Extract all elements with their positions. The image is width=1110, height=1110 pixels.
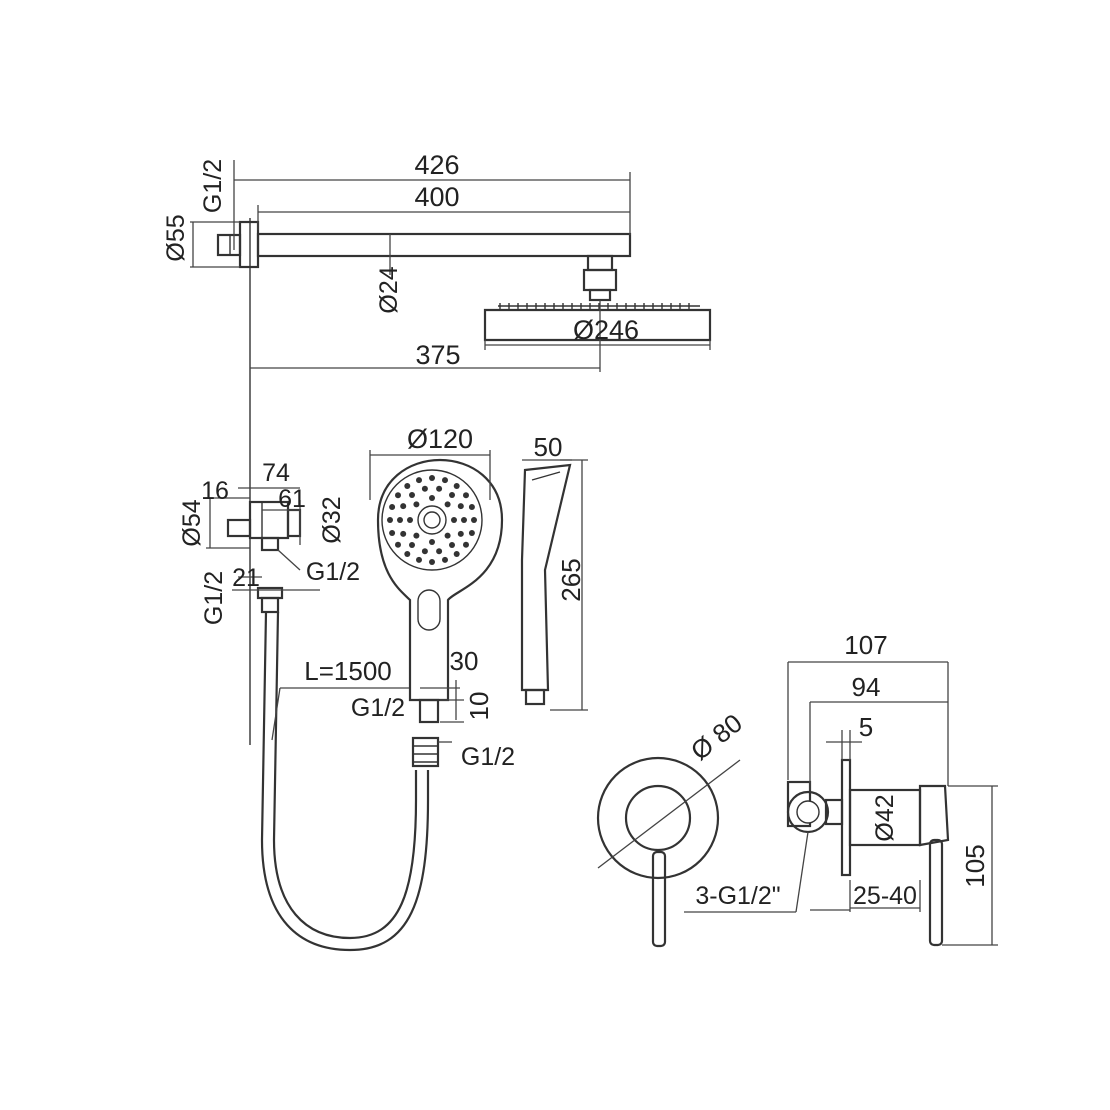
dim-hose-length: L=1500 (304, 656, 391, 686)
spray-hole (407, 517, 413, 523)
dim-head-diameter: Ø246 (573, 315, 639, 345)
arm-tube (256, 232, 632, 258)
dim-outlet-width: 74 (262, 459, 290, 487)
spray-hole (404, 483, 411, 489)
spray-hole (436, 485, 443, 492)
spray-hole (463, 492, 469, 499)
dim-outlet-height: Ø54 (178, 499, 206, 546)
head-connector (586, 254, 614, 272)
spray-hole (457, 530, 464, 537)
dim-outlet-left: 16 (201, 477, 229, 505)
dim-flange-diameter: Ø55 (162, 214, 190, 261)
spray-hole (400, 503, 407, 510)
dim-outlet-thread-bottom: G1/2 (200, 571, 228, 625)
hand-shower-front (376, 459, 504, 724)
spray-hole (429, 539, 435, 545)
dim-arm-total: 426 (414, 150, 459, 180)
dim-mixer-plate-thickness: 5 (859, 712, 873, 742)
spray-hole (409, 492, 415, 498)
dim-hand-length: 265 (556, 558, 586, 601)
dim-arm-thread: G1/2 (199, 159, 227, 213)
spray-hole (457, 503, 464, 510)
spray-hole (449, 492, 455, 498)
dim-outlet-depth: 21 (232, 564, 260, 592)
spray-hole (413, 532, 420, 539)
arm-dimensions: 426 400 G1/2 Ø55 Ø24 375 Ø246 (162, 150, 711, 372)
mixer-wall-plate (840, 758, 852, 877)
dim-mixer-height: 105 (960, 844, 990, 887)
spray-hole (461, 517, 467, 523)
dim-mixer-install-depth: 25-40 (853, 882, 917, 910)
dim-hose-thread: G1/2 (461, 743, 515, 771)
spray-hole (395, 492, 401, 499)
wall-outlet (226, 500, 302, 614)
spray-hole (453, 483, 460, 489)
spray-hole (413, 501, 420, 508)
spray-hole (416, 556, 422, 563)
spray-hole (444, 532, 451, 539)
mixer-front-view: Ø 80 (596, 708, 748, 948)
wall-outlet-dimensions: 74 16 61 Ø54 Ø32 21 G1/2 G1/2 (178, 459, 360, 625)
dim-head-offset: 375 (415, 340, 460, 370)
spray-hole (421, 548, 428, 555)
spray-hole (429, 475, 435, 481)
spray-hole (429, 559, 435, 565)
arm-flange (238, 220, 260, 269)
spray-hole (442, 477, 448, 484)
spray-hole (453, 551, 460, 557)
hand-shower-nozzles (387, 475, 477, 565)
spray-hole (471, 517, 477, 523)
spray-hole (387, 517, 393, 523)
dim-hand-thread: G1/2 (351, 694, 405, 722)
dim-arm-length: 400 (414, 182, 459, 212)
dim-tube-diameter: Ø24 (375, 266, 403, 313)
shower-arm-assembly (216, 218, 712, 745)
dim-hand-handle-width: 30 (450, 646, 479, 676)
mixer-lever-side (928, 838, 944, 947)
spray-hole (429, 495, 435, 501)
hose-nut (411, 736, 440, 768)
arm-thread-nipple (216, 233, 242, 257)
spray-hole (400, 530, 407, 537)
dim-plate-diameter: Ø 80 (685, 708, 748, 766)
dim-mixer-body-diameter: Ø42 (871, 794, 899, 841)
mixer-dimensions: 107 94 5 Ø42 3-G1/2" 25-40 105 (684, 630, 998, 946)
dim-hand-thread-length: 10 (464, 692, 494, 721)
rain-head-nozzles (499, 303, 690, 309)
hand-shower-side: 50 265 (520, 432, 588, 711)
spray-hole (442, 556, 448, 563)
spray-hole (468, 504, 475, 510)
spray-hole (444, 501, 451, 508)
dim-hand-face-diameter: Ø120 (407, 424, 473, 454)
spray-hole (409, 542, 415, 548)
dim-outlet-thread-side: G1/2 (306, 558, 360, 586)
spray-hole (421, 485, 428, 492)
spray-hole (416, 477, 422, 484)
spray-hole (449, 542, 455, 548)
spray-hole (397, 517, 403, 523)
hand-shower-front-dimensions: Ø120 30 10 G1/2 (351, 424, 494, 723)
dim-mixer-total-depth: 107 (844, 630, 887, 660)
spray-hole (395, 541, 401, 548)
spray-hole (436, 548, 443, 555)
shower-hose: L=1500 G1/2 (260, 611, 515, 952)
spray-hole (451, 517, 457, 523)
spray-hole (463, 541, 469, 548)
mixer-side-view (786, 758, 950, 947)
spray-hole (404, 551, 411, 557)
dim-mixer-body-depth: 94 (852, 672, 881, 702)
spray-hole (389, 530, 396, 536)
hand-shower-button (417, 589, 441, 631)
dim-mixer-inlets: 3-G1/2" (695, 882, 780, 910)
mixer-lever-front (651, 850, 667, 948)
spray-hole (389, 504, 396, 510)
dim-hand-thickness: 50 (534, 432, 563, 462)
dim-outlet-mid: 61 (278, 485, 306, 513)
spray-hole (468, 530, 475, 536)
dim-outlet-diameter: Ø32 (318, 496, 346, 543)
